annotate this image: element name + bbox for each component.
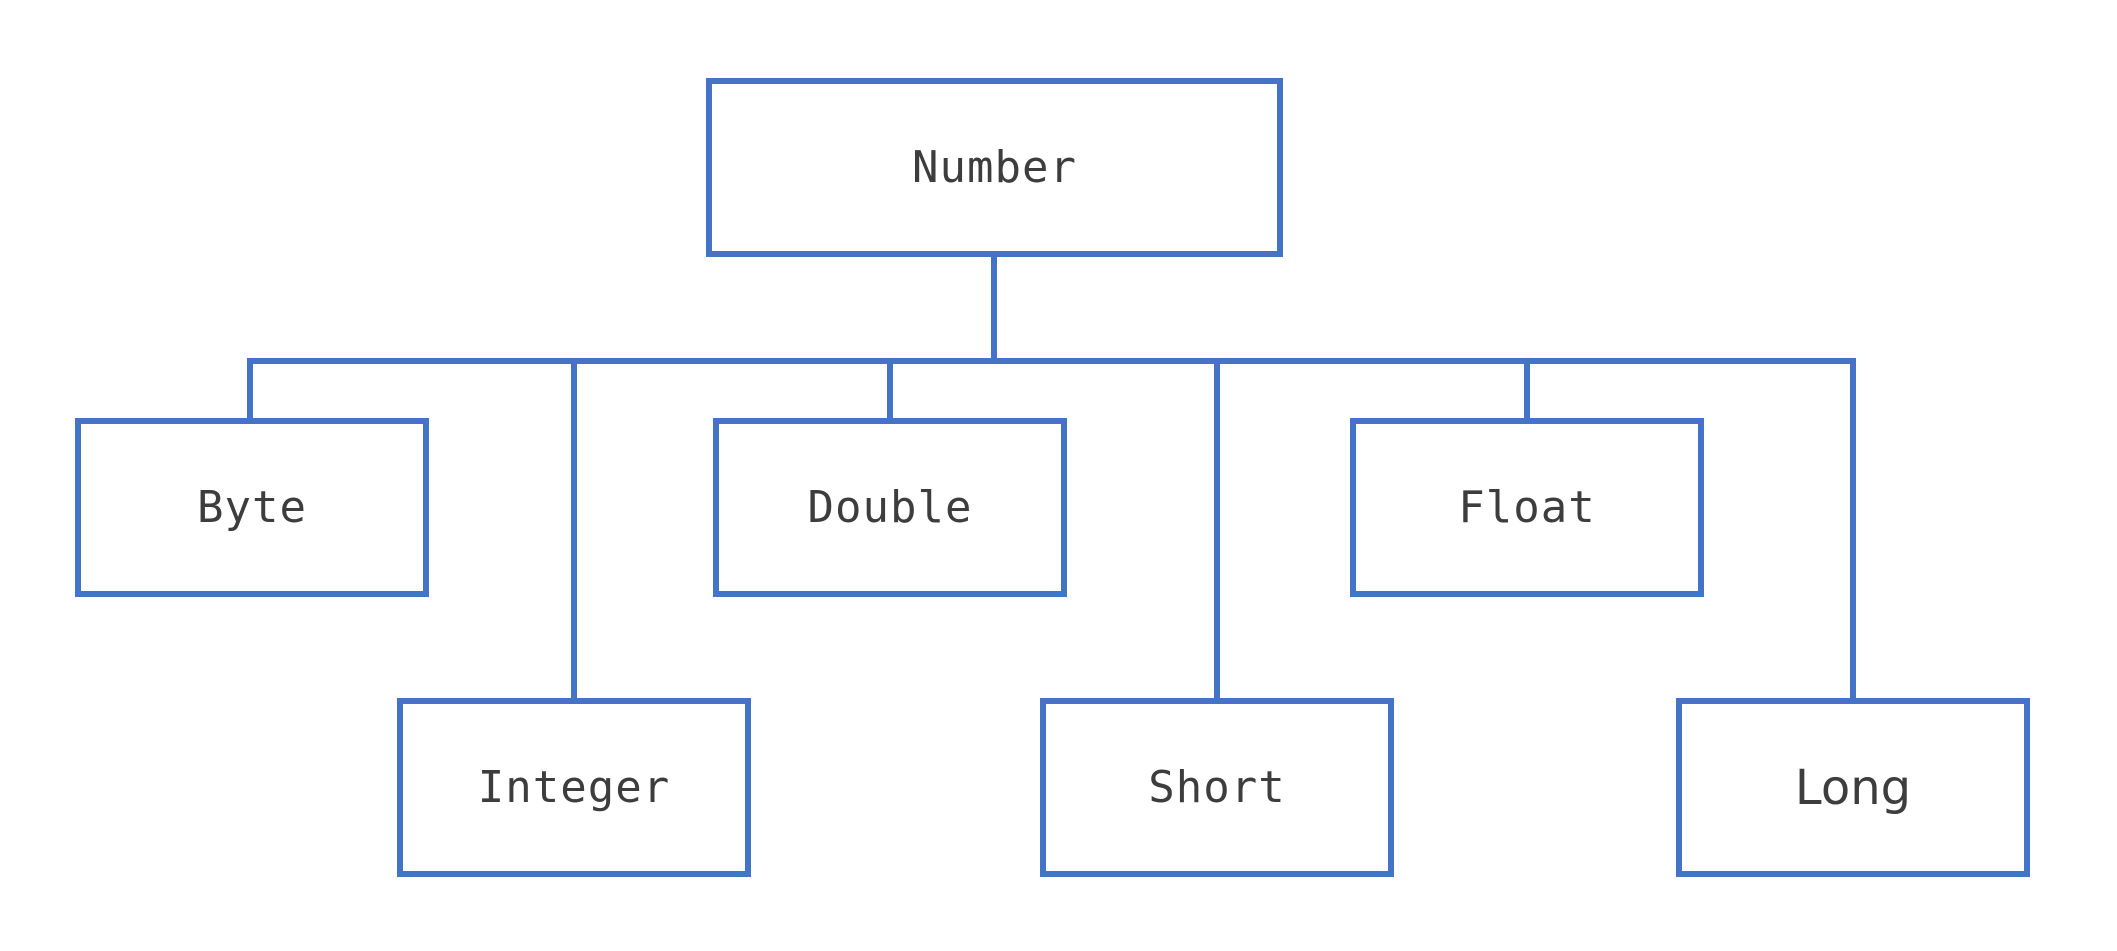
node-integer: Integer — [397, 698, 751, 877]
node-float-label: Float — [1458, 482, 1596, 533]
node-short: Short — [1040, 698, 1394, 877]
node-number: Number — [706, 78, 1283, 257]
connector-bus-to-integer — [571, 360, 577, 701]
node-byte: Byte — [75, 418, 429, 597]
connector-bus — [247, 358, 1856, 364]
node-byte-label: Byte — [197, 482, 307, 533]
connector-bus-to-short — [1214, 360, 1220, 701]
connector-bus-to-long — [1850, 360, 1856, 701]
node-float: Float — [1350, 418, 1704, 597]
node-long: Long — [1676, 698, 2030, 877]
node-double-label: Double — [807, 482, 973, 533]
node-number-label: Number — [912, 142, 1077, 193]
connector-root-to-bus — [991, 255, 997, 361]
connector-bus-to-double — [887, 360, 893, 422]
node-double: Double — [713, 418, 1067, 597]
connector-bus-to-float — [1524, 360, 1530, 422]
node-short-label: Short — [1148, 762, 1286, 813]
node-long-label: Long — [1794, 759, 1912, 816]
node-integer-label: Integer — [477, 762, 671, 813]
connector-bus-to-byte — [247, 360, 253, 422]
